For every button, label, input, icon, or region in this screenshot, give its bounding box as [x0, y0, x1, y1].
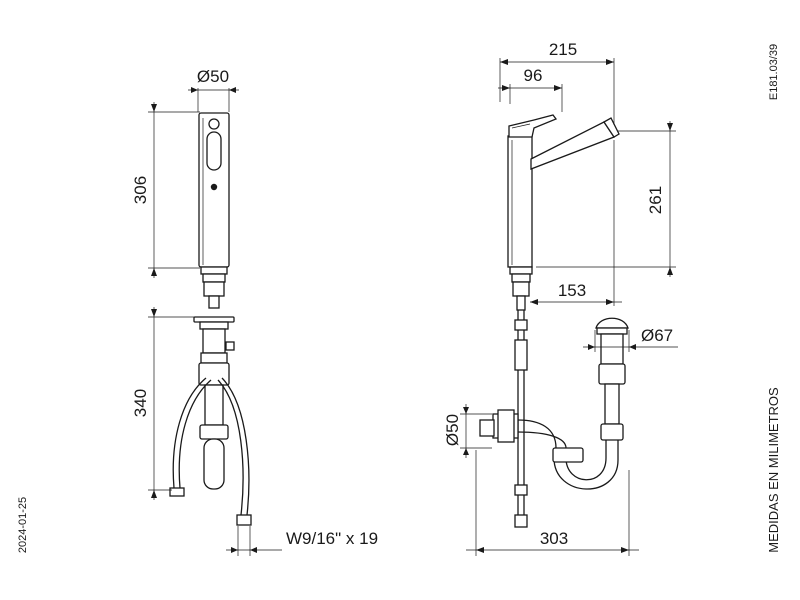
dim-body-diameter: Ø50 [188, 67, 239, 112]
dim-total-height: 306 [131, 102, 200, 278]
front-hoses [169, 377, 252, 526]
front-body-connector [200, 266, 228, 309]
front-drain-assembly [193, 316, 235, 490]
side-lever [508, 114, 558, 138]
dim-trap-depth: 303 [466, 450, 639, 556]
side-view: 215 96 261 153 [443, 40, 678, 556]
label-drain-cap-diameter: Ø67 [641, 326, 673, 345]
dim-drain-cap-diameter: Ø67 [583, 326, 678, 352]
front-view: Ø50 306 340 W9/16" x 19 [131, 67, 378, 556]
dim-overall-depth: 215 [499, 40, 615, 125]
label-overall-depth: 215 [549, 40, 577, 59]
label-drain-height: 340 [131, 389, 150, 417]
dim-spout-height: 261 [536, 121, 676, 277]
units-note: MEDIDAS EN MILIMETROS [766, 387, 781, 553]
label-spout-reach: 153 [558, 281, 586, 300]
side-spout [530, 117, 620, 170]
dim-hose-thread: W9/16" x 19 [226, 526, 378, 556]
dim-spout-reach: 153 [530, 140, 622, 306]
drawing-date: 2024-01-25 [17, 497, 29, 553]
side-body-connector [509, 266, 533, 311]
side-drain-assembly [595, 317, 629, 441]
dim-handle-depth: 96 [498, 66, 563, 112]
side-trap [479, 409, 619, 490]
label-trap-outlet-diameter: Ø50 [443, 414, 462, 446]
label-hose-thread: W9/16" x 19 [286, 529, 378, 548]
label-spout-height: 261 [646, 186, 665, 214]
label-handle-depth: 96 [524, 66, 543, 85]
label-body-diameter: Ø50 [197, 67, 229, 86]
label-total-height: 306 [131, 176, 150, 204]
drawing-code: E181.03/39 [768, 44, 780, 100]
front-faucet-body [198, 112, 230, 268]
dim-trap-outlet-diameter: Ø50 [443, 404, 492, 458]
side-faucet-body [507, 135, 533, 268]
dim-drain-height: 340 [131, 307, 196, 500]
label-trap-depth: 303 [540, 529, 568, 548]
